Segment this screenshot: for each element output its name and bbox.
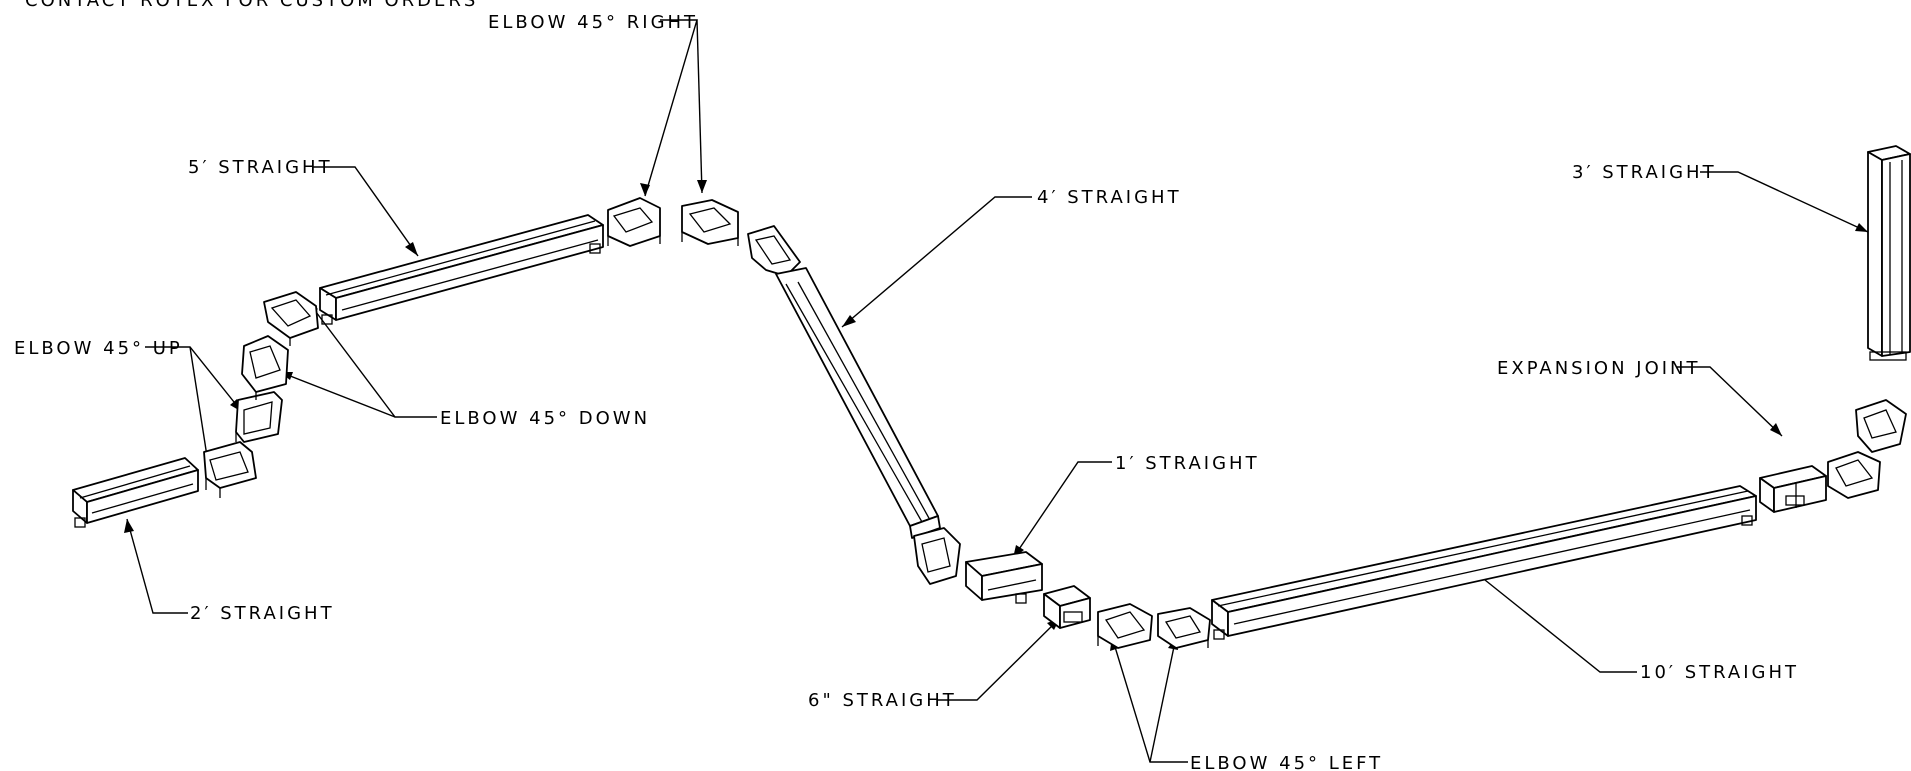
arrowhead xyxy=(124,519,134,533)
part-2ft-straight xyxy=(72,457,199,528)
part-4ft-elbow-top xyxy=(747,225,801,277)
leader-2ft xyxy=(126,518,188,614)
part-4ft-elbow-bottom xyxy=(913,527,961,585)
leader-elbow-left-2 xyxy=(1149,636,1177,763)
label-elbow-45-left: ELBOW 45° LEFT xyxy=(1190,753,1383,771)
part-elbow-45-up-lower xyxy=(203,441,257,498)
leader-expansion-joint xyxy=(1677,366,1783,437)
label-1ft-straight: 1′ STRAIGHT xyxy=(1115,453,1260,474)
leader-4ft xyxy=(841,196,1032,328)
label-elbow-45-down: ELBOW 45° DOWN xyxy=(440,408,650,429)
label-2ft-straight: 2′ STRAIGHT xyxy=(190,603,335,624)
arrowhead xyxy=(842,315,856,327)
label-4ft-straight: 4′ STRAIGHT xyxy=(1037,187,1182,208)
leader-6in xyxy=(938,617,1061,701)
part-right-elbow-lower xyxy=(1827,451,1881,499)
arrowhead xyxy=(697,180,707,193)
part-elbow-45-right-2 xyxy=(681,199,739,246)
arrowhead xyxy=(1770,423,1782,436)
label-expansion-joint: EXPANSION JOINT xyxy=(1497,358,1701,379)
leader-5ft xyxy=(313,166,419,257)
part-expansion-joint xyxy=(1759,465,1827,513)
part-elbow-45-up-upper xyxy=(235,391,283,443)
arrowhead xyxy=(640,183,650,196)
part-1ft-straight xyxy=(965,551,1043,604)
part-3ft-straight xyxy=(1867,145,1911,361)
label-elbow-45-up: ELBOW 45° UP xyxy=(14,338,183,359)
leader-elbow-right-2 xyxy=(696,19,703,194)
part-elbow-45-left-2 xyxy=(1157,607,1211,649)
label-6in-straight: 6" STRAIGHT xyxy=(808,690,957,711)
label-3ft-straight: 3′ STRAIGHT xyxy=(1572,162,1717,183)
part-elbow-45-down-lower xyxy=(241,335,289,400)
part-10ft-straight xyxy=(1211,485,1757,640)
label-5ft-straight: 5′ STRAIGHT xyxy=(188,157,333,178)
label-10ft-straight: 10′ STRAIGHT xyxy=(1640,662,1799,683)
leader-lines xyxy=(124,19,1869,763)
arrowhead xyxy=(405,242,418,256)
part-elbow-45-right-1 xyxy=(607,197,661,247)
leader-elbow-right-1 xyxy=(644,19,698,197)
part-elbow-45-left-1 xyxy=(1097,603,1153,649)
part-elbow-45-down-upper xyxy=(263,291,319,346)
part-right-elbow-upper xyxy=(1855,399,1907,453)
leader-elbow-down-2 xyxy=(279,371,396,418)
leader-elbow-down-1 xyxy=(306,299,437,418)
leader-3ft xyxy=(1700,171,1869,233)
part-6in-straight xyxy=(1043,585,1091,629)
leader-elbow-left-1 xyxy=(1111,636,1188,763)
leader-1ft xyxy=(1012,461,1112,559)
arrowhead xyxy=(1855,223,1868,232)
part-5ft-straight xyxy=(319,214,604,325)
part-4ft-straight xyxy=(775,267,941,539)
header-note: CONTACT ROTEX FOR CUSTOM ORDERS xyxy=(25,0,478,11)
label-elbow-45-right: ELBOW 45° RIGHT xyxy=(488,12,698,33)
leader-10ft xyxy=(1469,567,1637,673)
